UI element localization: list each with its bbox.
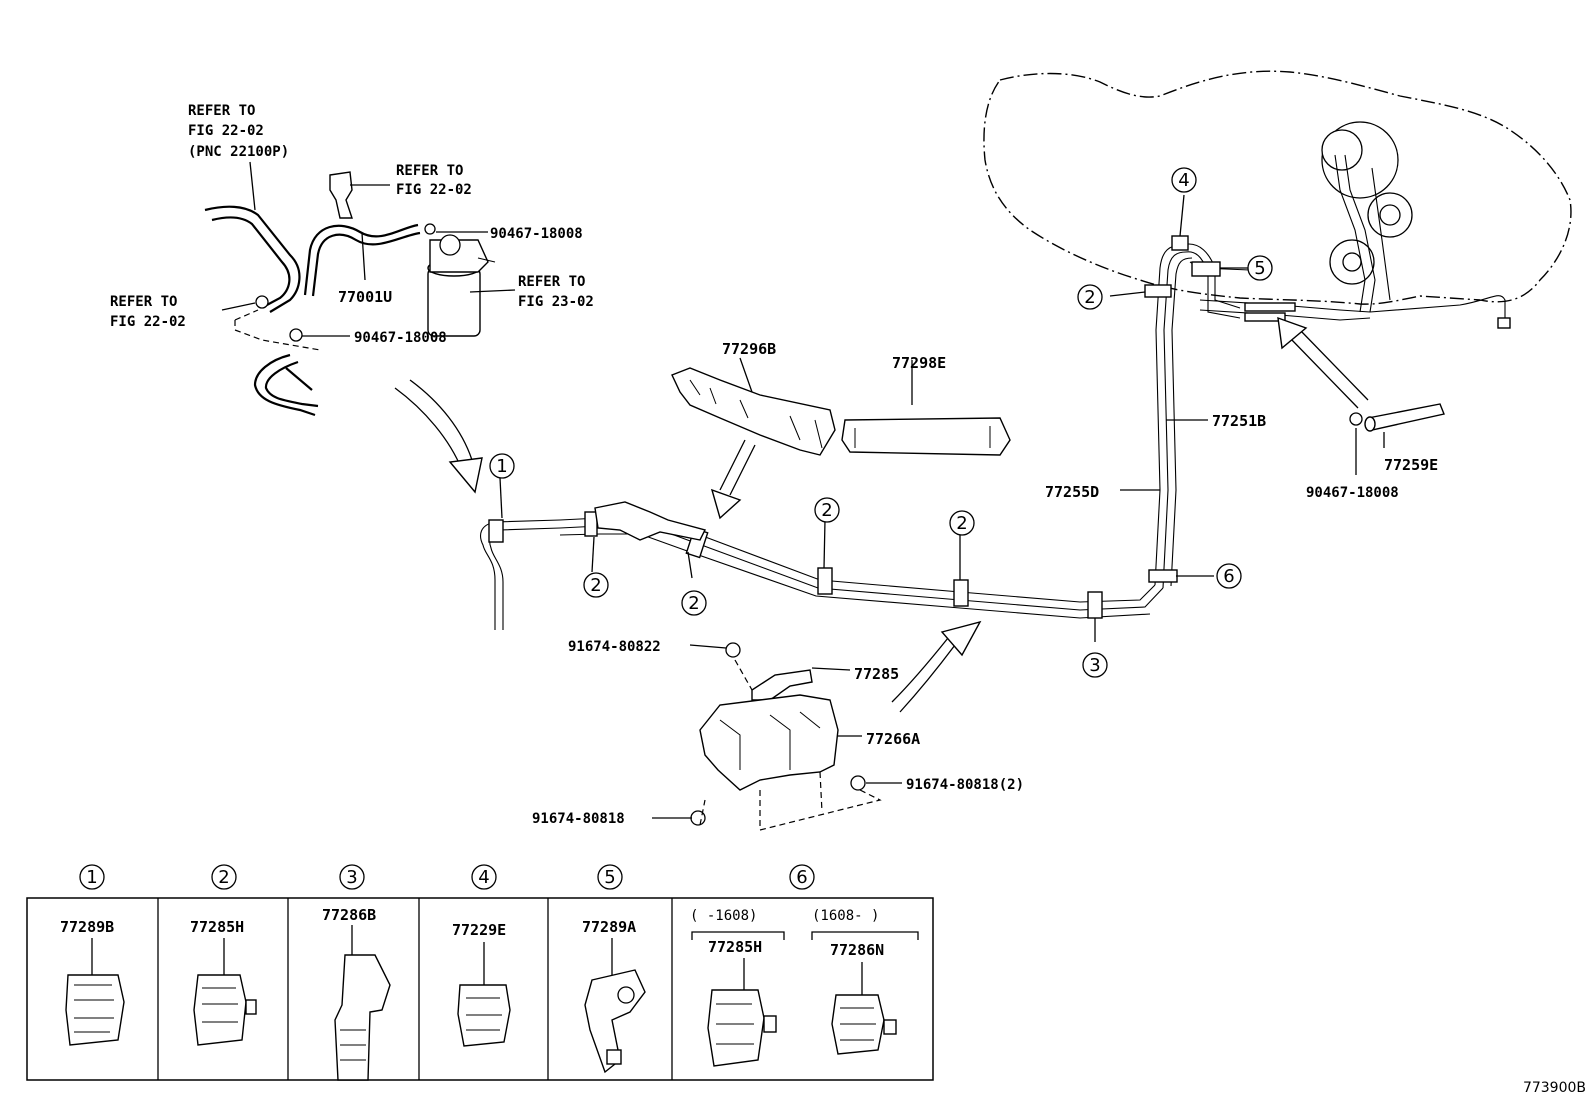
svg-text:5: 5 xyxy=(604,867,615,888)
part-label-77285: 77285 xyxy=(854,665,899,683)
legend-part-77229e: 77229E xyxy=(452,921,506,939)
line-clips xyxy=(488,235,1221,619)
svg-text:2: 2 xyxy=(218,867,229,888)
part-label-77266a: 77266A xyxy=(866,730,920,748)
part-label-77296b: 77296B xyxy=(722,340,776,358)
callout-2-d: 2 xyxy=(949,510,975,536)
svg-text:2: 2 xyxy=(688,593,699,614)
legend-range-a: ( -1608) xyxy=(690,908,757,924)
svg-text:2: 2 xyxy=(956,513,967,534)
legend-callout-1: 1 xyxy=(79,864,105,890)
svg-text:4: 4 xyxy=(478,867,489,888)
refer-label-c-line1: REFER TO xyxy=(110,294,177,310)
clip-77285h-b-icon xyxy=(707,989,777,1067)
direction-arrows xyxy=(394,316,1369,713)
svg-text:3: 3 xyxy=(346,867,357,888)
charcoal-canister xyxy=(427,234,496,337)
part-label-77001u: 77001U xyxy=(338,288,392,306)
svg-text:1: 1 xyxy=(86,867,97,888)
part-label-77259e: 77259E xyxy=(1384,456,1438,474)
line-protector xyxy=(594,501,707,541)
part-label-91674-80818-2: 91674-80818(2) xyxy=(906,777,1024,793)
legend-callout-5: 5 xyxy=(597,864,623,890)
labels: REFER TO FIG 22-02 (PNC 22100P) REFER TO… xyxy=(110,103,1438,827)
svg-text:2: 2 xyxy=(821,500,832,521)
hose-22100p xyxy=(204,205,301,313)
hose-77001u xyxy=(303,223,421,297)
clip-77286b-icon xyxy=(334,954,391,1081)
dashed-guide-bracket xyxy=(699,659,882,831)
clip-77289b-icon xyxy=(65,974,125,1046)
clip-77229e-icon xyxy=(457,984,511,1047)
legend-callout-2: 2 xyxy=(211,864,237,890)
refer-label-22100p-line3: (PNC 22100P) xyxy=(188,144,289,160)
part-label-91674-80818: 91674-80818 xyxy=(532,811,625,827)
clamp-icons xyxy=(255,171,1363,426)
legend-callout-6: 6 xyxy=(789,864,815,890)
legend-part-77289b: 77289B xyxy=(60,918,114,936)
callout-1: 1 xyxy=(489,453,515,479)
svg-text:6: 6 xyxy=(796,867,807,888)
fuel-pump-assembly xyxy=(1199,121,1511,329)
callout-4: 4 xyxy=(1171,167,1197,193)
part-label-91674-80822: 91674-80822 xyxy=(568,639,661,655)
protector-77298e xyxy=(841,417,1011,456)
svg-text:2: 2 xyxy=(1084,287,1095,308)
refer-label-b-line1: REFER TO xyxy=(396,163,463,179)
svg-text:2: 2 xyxy=(590,575,601,596)
callout-2-a: 2 xyxy=(583,572,609,598)
clip-legend: 1 2 3 4 5 6 77289B 77285H 77286B 77229E … xyxy=(26,864,934,1081)
legend-callout-3: 3 xyxy=(339,864,365,890)
fuel-tank-outline xyxy=(983,70,1572,305)
figure-id: 773900B xyxy=(1523,1080,1586,1096)
callouts: 1 2 2 2 2 3 6 2 4 5 xyxy=(489,167,1273,678)
refer-label-23-02-line2: FIG 23-02 xyxy=(518,294,594,310)
callout-5: 5 xyxy=(1247,255,1273,281)
part-label-90467-18008-b: 90467-18008 xyxy=(354,330,447,346)
clip-77286n-icon xyxy=(831,994,897,1055)
bolt-icons xyxy=(690,642,866,826)
clip-77289a-icon xyxy=(584,969,646,1074)
protector-77296b xyxy=(671,367,836,456)
part-label-77298e: 77298E xyxy=(892,354,946,372)
part-label-77255d: 77255D xyxy=(1045,483,1099,501)
callout-2-e: 2 xyxy=(1077,284,1103,310)
legend-part-77286b: 77286B xyxy=(322,906,376,924)
legend-part-77289a: 77289A xyxy=(582,918,636,936)
legend-callout-4: 4 xyxy=(471,864,497,890)
callout-6: 6 xyxy=(1216,563,1242,589)
legend-part-77285h-b: 77285H xyxy=(708,938,762,956)
callout-2-b: 2 xyxy=(681,590,707,616)
callout-3: 3 xyxy=(1082,652,1108,678)
hose-77259e xyxy=(1364,403,1445,432)
part-label-90467-18008-c: 90467-18008 xyxy=(1306,485,1399,501)
legend-part-77286n: 77286N xyxy=(830,941,884,959)
protector-77266a xyxy=(699,694,839,791)
part-label-77251b: 77251B xyxy=(1212,412,1266,430)
legend-range-b: (1608- ) xyxy=(812,908,879,924)
refer-label-23-02-line1: REFER TO xyxy=(518,274,585,290)
refer-label-22100p-line1: REFER TO xyxy=(188,103,255,119)
svg-text:3: 3 xyxy=(1089,655,1100,676)
legend-part-77285h: 77285H xyxy=(190,918,244,936)
refer-label-22100p-line2: FIG 22-02 xyxy=(188,123,264,139)
part-label-90467-18008-a: 90467-18008 xyxy=(490,226,583,242)
clip-77285h-icon xyxy=(193,974,257,1046)
legend-range-brackets xyxy=(691,931,919,940)
callout-2-c: 2 xyxy=(814,497,840,523)
svg-text:5: 5 xyxy=(1254,258,1265,279)
svg-text:4: 4 xyxy=(1178,170,1189,191)
refer-label-c-line2: FIG 22-02 xyxy=(110,314,186,330)
dashed-guide-left xyxy=(234,309,321,351)
leader-lines xyxy=(221,161,1385,819)
refer-label-b-line2: FIG 22-02 xyxy=(396,182,472,198)
svg-text:1: 1 xyxy=(496,456,507,477)
svg-text:6: 6 xyxy=(1223,566,1234,587)
vent-hose-lower xyxy=(253,353,319,417)
